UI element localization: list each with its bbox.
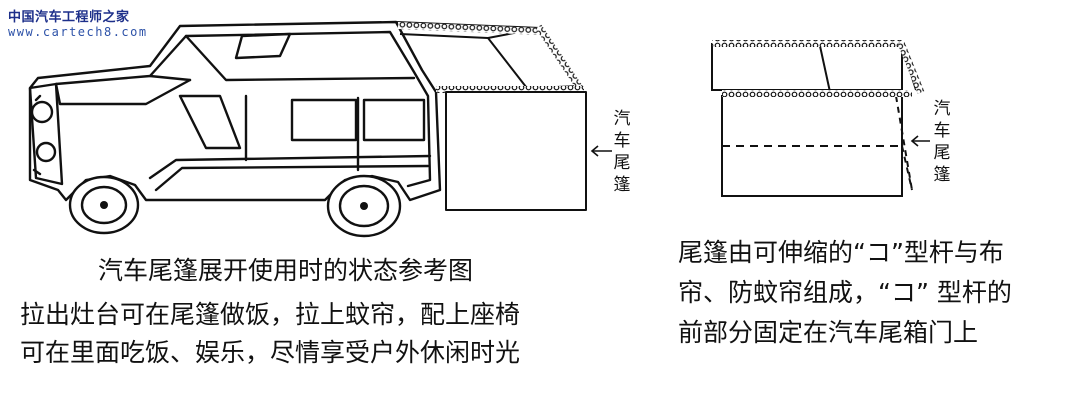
left-caption-line-1: 拉出灶台可在尾篷做饭，拉上蚊帘，配上座椅 — [20, 300, 521, 329]
suv-side-window-1 — [290, 98, 358, 142]
suv-front-face — [28, 82, 64, 186]
right-label-char: 尾 — [933, 143, 951, 163]
left-label-char: 车 — [613, 131, 631, 151]
left-caption-line-2: 可在里面吃饭、娱乐，尽情享受户外休闲时光 — [20, 338, 521, 367]
suv-headlight-lower — [35, 141, 57, 163]
awning-rod-top — [397, 22, 542, 36]
suv-body-inner — [54, 30, 432, 188]
suv-side-window-2 — [362, 98, 426, 142]
right-caption-line-3: 前部分固定在汽车尾箱门上 — [678, 318, 979, 347]
suv-sunroof — [234, 32, 292, 60]
right-caption-line-2: 帘、防蚊帘组成，“コ” 型杆的 — [678, 278, 1012, 307]
suv-body-outline — [28, 20, 442, 202]
right-label-arrow — [910, 135, 930, 147]
awning-rod-bottom — [436, 86, 584, 93]
left-label-arrow — [590, 145, 612, 157]
detail-upper-panel — [711, 43, 903, 91]
right-caption-line-1: 尾篷由可伸缩的“コ”型杆与布 — [678, 238, 1004, 267]
watermark-url: www.cartech8.com — [8, 25, 148, 39]
suv-drawing — [28, 20, 442, 202]
left-label-char: 汽 — [613, 109, 631, 129]
detail-rod-top — [712, 40, 902, 47]
awning-curtain — [445, 91, 587, 211]
left-awning-label: 汽 车 尾 篷 — [612, 108, 632, 196]
suv-headlight-upper — [30, 100, 54, 124]
suv-windshield — [178, 94, 242, 150]
left-label-char: 篷 — [613, 175, 631, 195]
right-awning-label: 汽 车 尾 篷 — [932, 98, 952, 186]
awning-detail — [711, 40, 925, 197]
watermark-site-name: 中国汽车工程师之家 — [8, 10, 130, 25]
right-label-char: 汽 — [933, 99, 951, 119]
left-caption-title: 汽车尾篷展开使用时的状态参考图 — [98, 256, 474, 285]
awning-rod-side — [535, 24, 583, 90]
detail-rod-middle — [722, 90, 912, 97]
suv-awning — [395, 21, 587, 211]
left-label-char: 尾 — [613, 153, 631, 173]
right-label-char: 篷 — [933, 165, 951, 185]
suv-roof — [184, 34, 416, 82]
detail-rod-diagonal — [897, 41, 925, 94]
right-label-char: 车 — [933, 121, 951, 141]
